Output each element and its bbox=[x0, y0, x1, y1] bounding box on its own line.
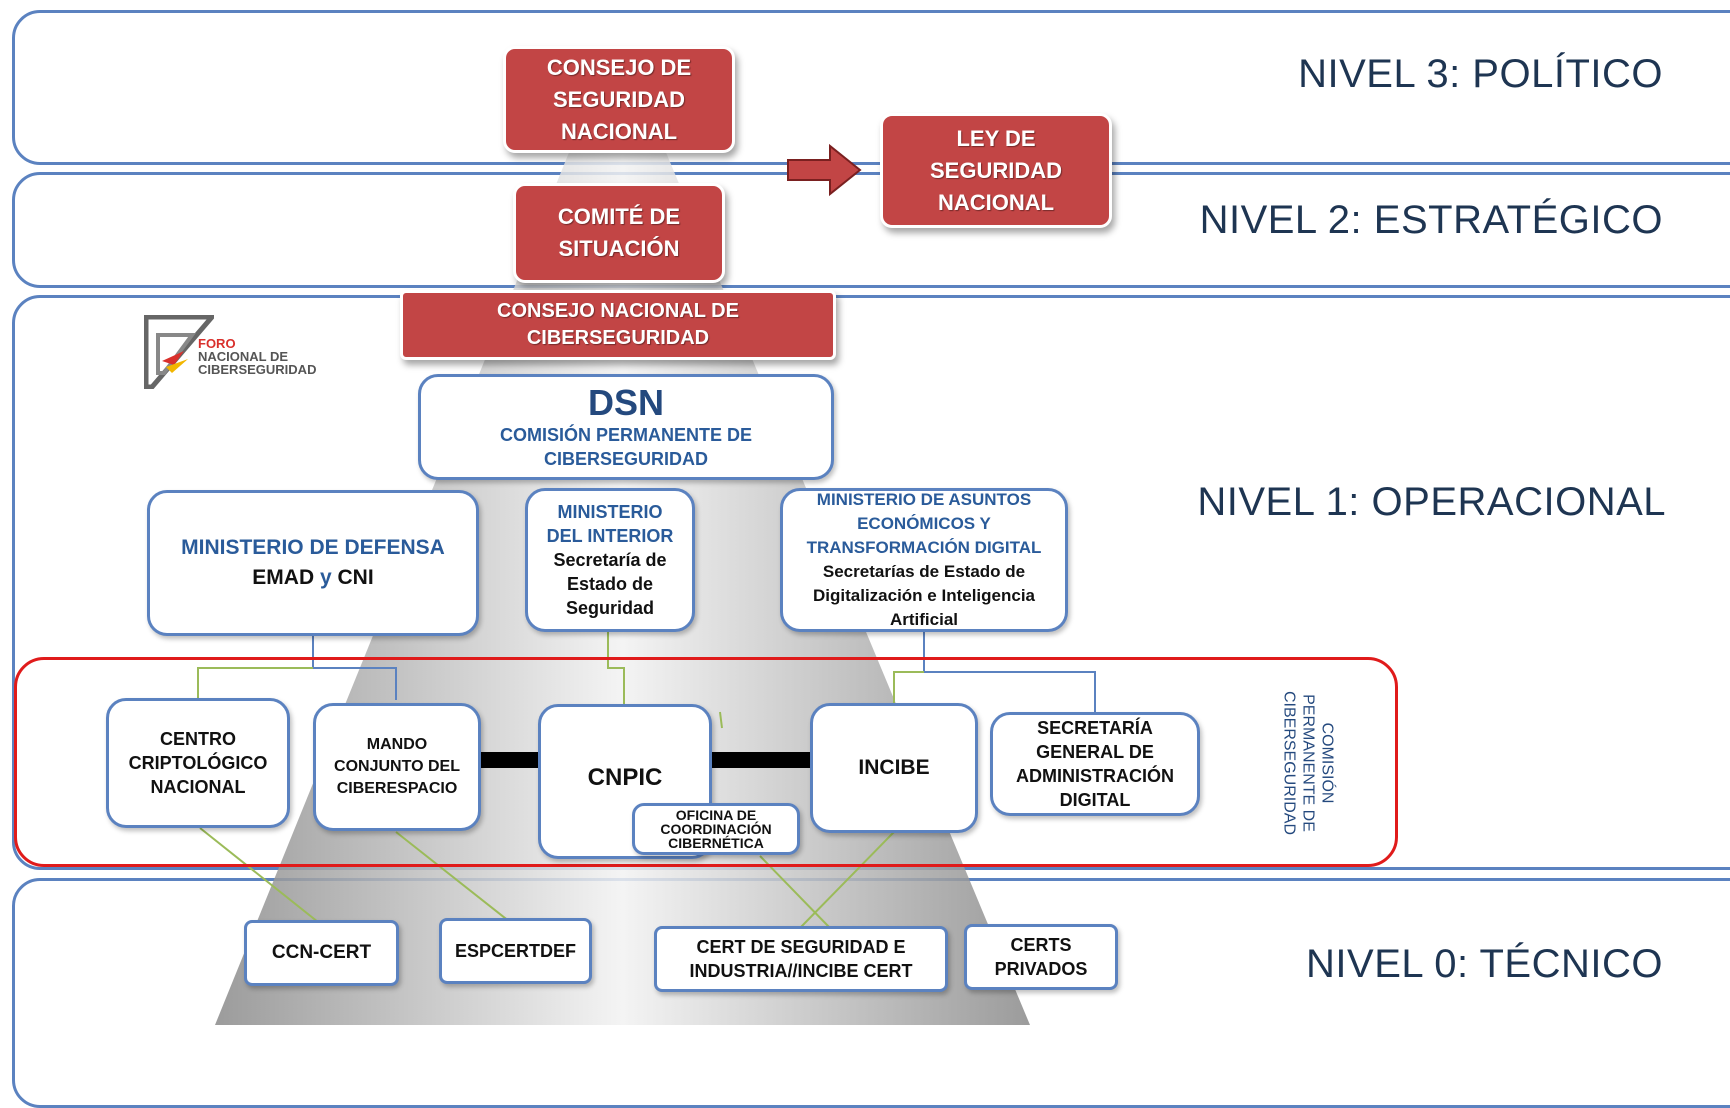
connector-defensa-ccn bbox=[197, 667, 313, 700]
connector-interior-cnpic bbox=[607, 632, 625, 705]
centro-criptologico-box: CENTRO CRIPTOLÓGICO NACIONAL bbox=[106, 698, 290, 828]
arrow-icon bbox=[787, 143, 862, 197]
connector-oficina-cert bbox=[759, 855, 831, 929]
link-bar-cnpic-incibe bbox=[712, 752, 812, 768]
comite-situacion-box: COMITÉ DE SITUACIÓN bbox=[513, 183, 725, 283]
connector-ccn-cert bbox=[199, 827, 319, 923]
ministerio-economia-title: MINISTERIO DE ASUNTOS ECONÓMICOS Y TRANS… bbox=[806, 490, 1042, 557]
ministerio-defensa-box: MINISTERIO DE DEFENSA EMAD y CNI bbox=[147, 490, 479, 636]
ministerio-interior-box: MINISTERIO DEL INTERIOR Secretaría de Es… bbox=[525, 488, 695, 632]
ley-seguridad-nacional-box: LEY DE SEGURIDAD NACIONAL bbox=[880, 113, 1112, 228]
dsn-box: DSN COMISIÓN PERMANENTE DE CIBERSEGURIDA… bbox=[418, 374, 834, 480]
emad-label: EMAD bbox=[252, 566, 315, 589]
connector-economia-incibe bbox=[893, 671, 924, 705]
ministerio-defensa-title: MINISTERIO DE DEFENSA bbox=[181, 536, 445, 559]
foro-logo: FORO NACIONAL DE CIBERSEGURIDAD bbox=[144, 315, 336, 395]
level-label-0: NIVEL 0: TÉCNICO bbox=[1306, 942, 1663, 986]
ministerio-interior-sub: Secretaría de Estado de Seguridad bbox=[553, 550, 667, 618]
connector-cnpic-tick bbox=[719, 711, 723, 729]
dsn-subtitle: COMISIÓN PERMANENTE DE CIBERSEGURIDAD bbox=[499, 425, 753, 469]
link-bar-mando-cnpic bbox=[480, 752, 540, 768]
level-label-1: NIVEL 1: OPERACIONAL bbox=[1197, 480, 1666, 524]
logo-line-3: CIBERSEGURIDAD bbox=[198, 362, 317, 377]
level-label-2: NIVEL 2: ESTRATÉGICO bbox=[1199, 198, 1663, 242]
certs-privados-box: CERTS PRIVADOS bbox=[964, 924, 1118, 990]
comision-permanente-vertical-label: COMISIÓN PERMANENTE DE CIBERSEGURIDAD bbox=[1280, 690, 1336, 836]
y-label: y bbox=[319, 566, 332, 589]
oficina-coordinacion-box: OFICINA DE COORDINACIÓN CIBERNÉTICA bbox=[632, 803, 800, 855]
consejo-seguridad-nacional-box: CONSEJO DE SEGURIDAD NACIONAL bbox=[503, 46, 735, 153]
incibe-box: INCIBE bbox=[810, 703, 978, 833]
consejo-nacional-ciberseguridad-box: CONSEJO NACIONAL DE CIBERSEGURIDAD bbox=[400, 290, 836, 360]
dsn-title: DSN bbox=[587, 382, 664, 423]
espcertdef-box: ESPCERTDEF bbox=[439, 918, 592, 984]
cert-incibe-box: CERT DE SEGURIDAD E INDUSTRIA//INCIBE CE… bbox=[654, 926, 948, 992]
logo-line-2: NACIONAL DE bbox=[198, 349, 289, 364]
band-nivel-3 bbox=[12, 10, 1730, 165]
comision-permanente-frame bbox=[14, 657, 1398, 867]
ministerio-interior-title: MINISTERIO DEL INTERIOR bbox=[546, 502, 674, 546]
connector-defensa bbox=[312, 636, 397, 700]
cni-label: CNI bbox=[337, 566, 374, 589]
ministerio-economia-sub: Secretarías de Estado de Digitalización … bbox=[813, 562, 1035, 629]
ccn-cert-box: CCN-CERT bbox=[244, 920, 399, 986]
level-label-3: NIVEL 3: POLÍTICO bbox=[1298, 52, 1663, 96]
foro-logo-icon bbox=[144, 315, 214, 389]
cnpic-label: CNPIC bbox=[587, 764, 663, 791]
secretaria-general-box: SECRETARÍA GENERAL DE ADMINISTRACIÓN DIG… bbox=[990, 712, 1200, 816]
connector-economia bbox=[923, 632, 1096, 712]
ministerio-economia-box: MINISTERIO DE ASUNTOS ECONÓMICOS Y TRANS… bbox=[780, 488, 1068, 632]
logo-line-1: FORO bbox=[198, 336, 236, 351]
mando-conjunto-box: MANDO CONJUNTO DEL CIBERESPACIO bbox=[313, 703, 481, 831]
connector-mando-espcert bbox=[395, 831, 511, 923]
band-nivel-2 bbox=[12, 172, 1730, 288]
